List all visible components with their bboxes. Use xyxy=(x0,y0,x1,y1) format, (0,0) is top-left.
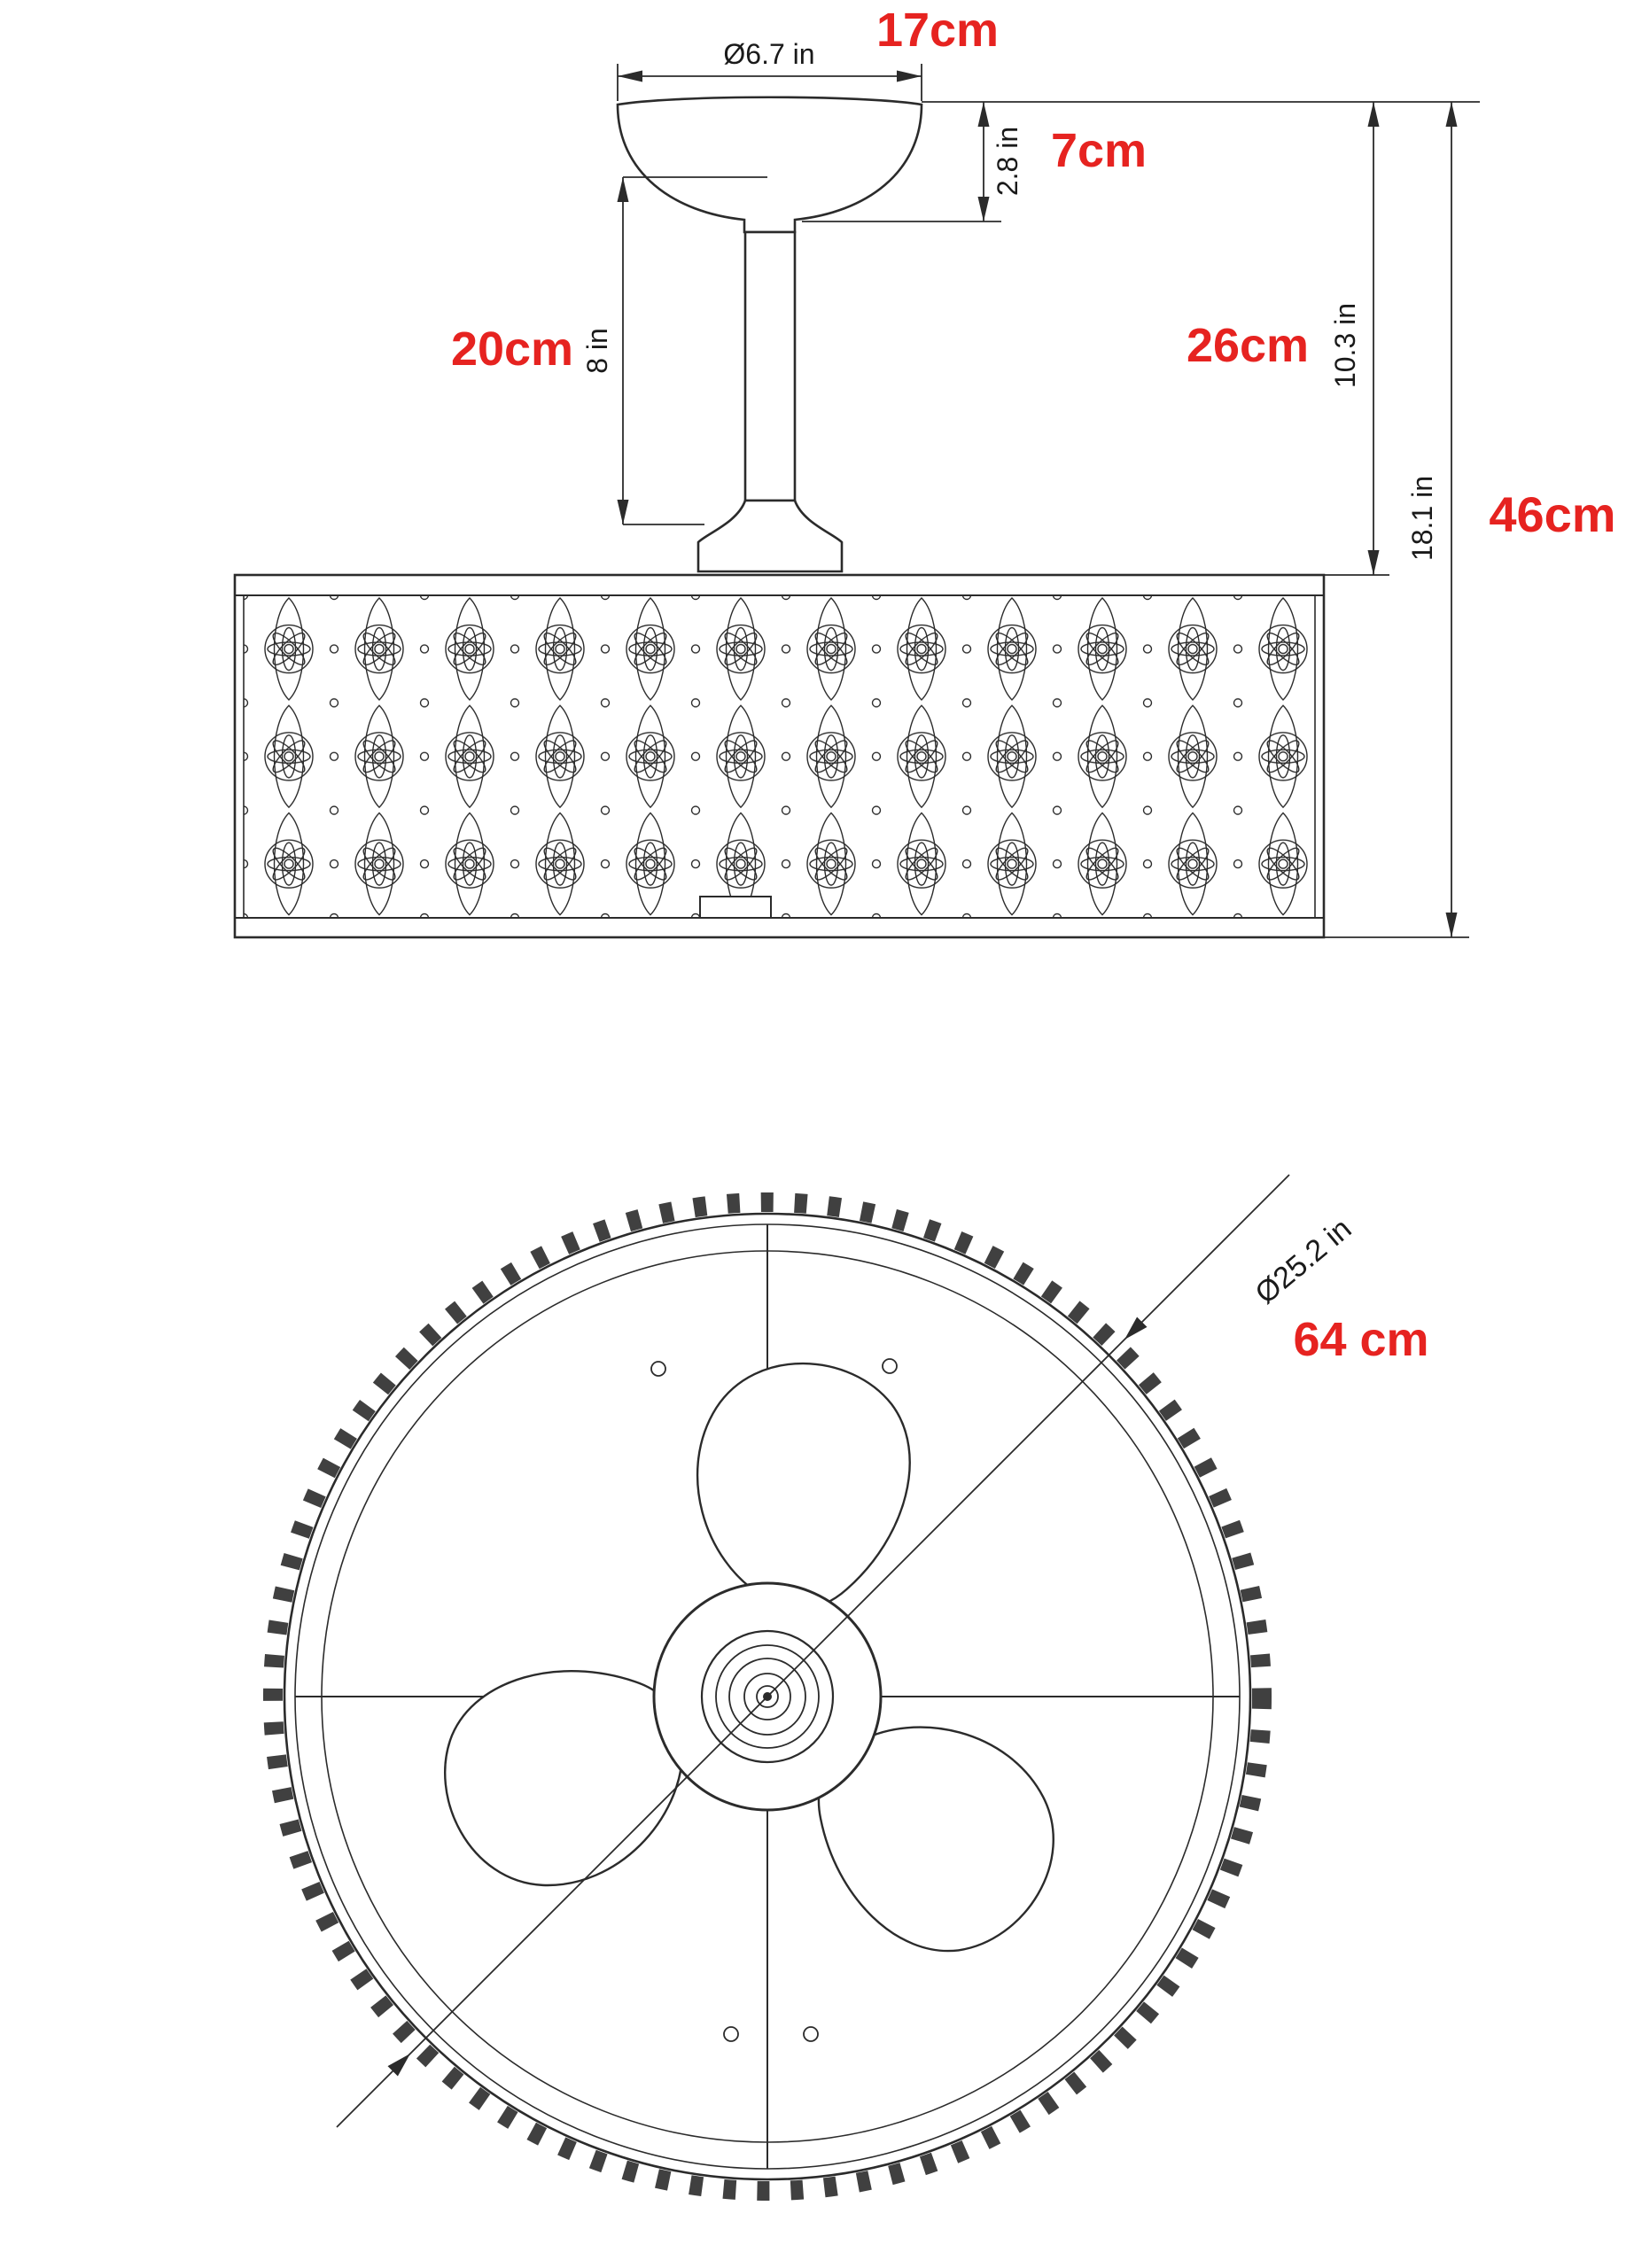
mounting-screws xyxy=(650,1358,898,2042)
dim-downrod xyxy=(617,176,767,525)
canopy xyxy=(616,96,923,234)
arrow-up-icon xyxy=(977,102,990,127)
drum-shade xyxy=(233,573,1326,939)
dim-total-height xyxy=(1324,102,1469,938)
light-kit xyxy=(699,896,772,919)
dim-upper-height xyxy=(1324,102,1389,576)
coupler xyxy=(696,499,844,573)
total-height-cm-label: 46cm xyxy=(1489,486,1615,542)
downrod-in-label: 8 in xyxy=(581,328,613,374)
fan-blade xyxy=(444,1670,684,1887)
fan-blades xyxy=(444,1362,1054,1953)
side-view: Ø6.7 in 17cm 2.8 in 7cm 8 in 20cm xyxy=(233,4,1616,939)
canopy-diameter-in-label: Ø6.7 in xyxy=(723,38,814,70)
canopy-height-cm-label: 7cm xyxy=(1051,124,1147,177)
arrow-up-icon xyxy=(1367,102,1380,127)
arrow-left-icon xyxy=(618,70,642,82)
canopy-height-in-label: 2.8 in xyxy=(992,127,1023,196)
arrow-up-icon xyxy=(617,177,629,202)
dim-drum-diameter xyxy=(336,1174,1290,2128)
arrow-up-icon xyxy=(1445,102,1458,127)
arrow-right-icon xyxy=(897,70,922,82)
fan-blade xyxy=(696,1362,911,1610)
arrow-down-icon xyxy=(1445,913,1458,937)
facet-ring xyxy=(263,1192,1272,2201)
arrow-down-icon xyxy=(977,197,990,221)
drum-diameter-in-label: Ø25.2 in xyxy=(1249,1212,1358,1311)
downrod-cm-label: 20cm xyxy=(451,322,573,376)
total-height-in-label: 18.1 in xyxy=(1406,476,1438,561)
arrow-down-icon xyxy=(1367,550,1380,575)
fan-blade xyxy=(817,1726,1054,1953)
drum-pattern xyxy=(244,595,1315,918)
dim-canopy-diameter xyxy=(617,64,922,101)
arrow-lower-left-icon xyxy=(387,2054,410,2077)
dim-canopy-height xyxy=(802,102,1001,222)
drum-diameter-cm-label: 64 cm xyxy=(1293,1313,1428,1366)
bottom-view: Ø25.2 in 64 cm xyxy=(263,1174,1429,2201)
upper-height-cm-label: 26cm xyxy=(1187,319,1309,372)
arrow-down-icon xyxy=(617,500,629,524)
downrod xyxy=(743,230,797,502)
canopy-diameter-cm-label: 17cm xyxy=(876,4,999,57)
arrow-upper-right-icon xyxy=(1124,1317,1148,1340)
upper-height-in-label: 10.3 in xyxy=(1329,303,1361,388)
